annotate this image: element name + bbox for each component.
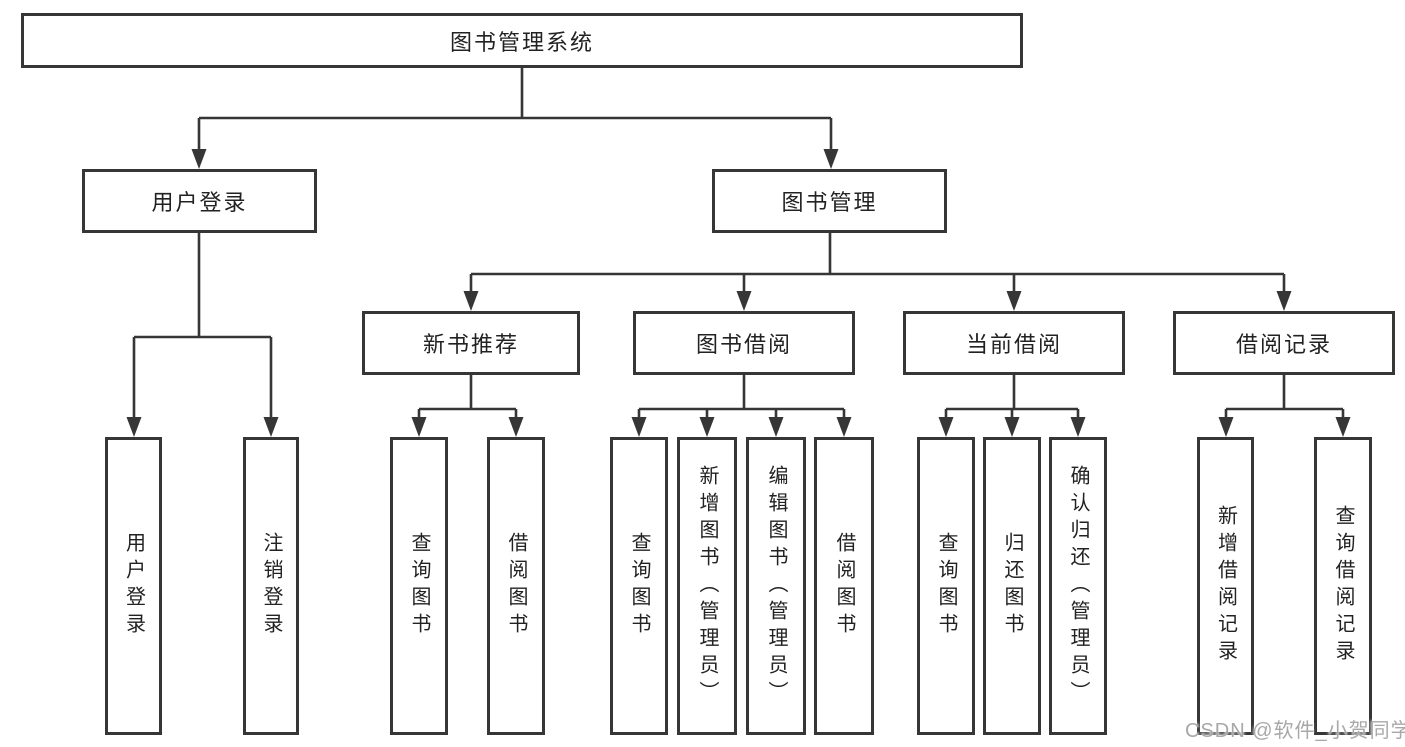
- node-current-borrow-label: 当前借阅: [965, 332, 1062, 357]
- node-book-management-label: 图书管理: [781, 190, 878, 215]
- leaf-current-return-books: 归还图书: [983, 437, 1041, 735]
- node-book-borrow-label: 图书借阅: [695, 332, 792, 357]
- leaf-newbook-query-books: 查询图书: [390, 437, 448, 735]
- node-user-login: 用户登录: [82, 169, 317, 233]
- node-user-login-label: 用户登录: [151, 190, 248, 215]
- leaf-current-confirm-return-admin: 确认归还（管理员）: [1049, 437, 1107, 735]
- leaf-borrow-add-book-admin: 新增图书（管理员）: [677, 437, 737, 735]
- leaf-records-query-record: 查询借阅记录: [1314, 437, 1372, 735]
- leaf-borrow-edit-book-admin: 编辑图书（管理员）: [746, 437, 806, 735]
- node-current-borrow: 当前借阅: [903, 311, 1125, 375]
- leaf-newbook-borrow-books: 借阅图书: [487, 437, 545, 735]
- leaf-borrow-borrow-books: 借阅图书: [814, 437, 874, 735]
- csdn-watermark: CSDN @软件_小贺同学: [1185, 720, 1405, 742]
- leaf-records-add-record-label: 新增借阅记录: [1214, 505, 1237, 667]
- leaf-logout: 注销登录: [243, 437, 299, 735]
- leaf-borrow-borrow-books-label: 借阅图书: [833, 532, 855, 640]
- leaf-borrow-query-books-label: 查询图书: [628, 532, 650, 640]
- node-new-book-recommend: 新书推荐: [362, 311, 580, 375]
- node-new-book-recommend-label: 新书推荐: [422, 332, 519, 357]
- leaf-borrow-add-book-admin-label: 新增图书（管理员）: [696, 464, 718, 708]
- leaf-user-login-label: 用户登录: [122, 532, 145, 640]
- leaf-newbook-borrow-books-label: 借阅图书: [505, 532, 527, 640]
- leaf-borrow-query-books: 查询图书: [610, 437, 668, 735]
- leaf-user-login: 用户登录: [105, 437, 162, 735]
- leaf-current-confirm-return-admin-label: 确认归还（管理员）: [1067, 464, 1089, 708]
- leaf-records-query-record-label: 查询借阅记录: [1332, 505, 1354, 667]
- leaf-logout-label: 注销登录: [260, 532, 282, 640]
- node-borrow-records: 借阅记录: [1173, 311, 1395, 375]
- leaf-current-query-books: 查询图书: [917, 437, 975, 735]
- leaf-current-return-books-label: 归还图书: [1001, 532, 1023, 640]
- node-borrow-records-label: 借阅记录: [1235, 332, 1332, 357]
- node-root-label: 图书管理系统: [449, 29, 594, 55]
- leaf-current-query-books-label: 查询图书: [935, 532, 957, 640]
- leaf-borrow-edit-book-admin-label: 编辑图书（管理员）: [765, 464, 787, 708]
- node-book-borrow: 图书借阅: [633, 311, 855, 375]
- node-root: 图书管理系统: [21, 13, 1023, 68]
- leaf-newbook-query-books-label: 查询图书: [408, 532, 430, 640]
- node-book-management: 图书管理: [712, 169, 947, 233]
- leaf-records-add-record: 新增借阅记录: [1197, 437, 1254, 735]
